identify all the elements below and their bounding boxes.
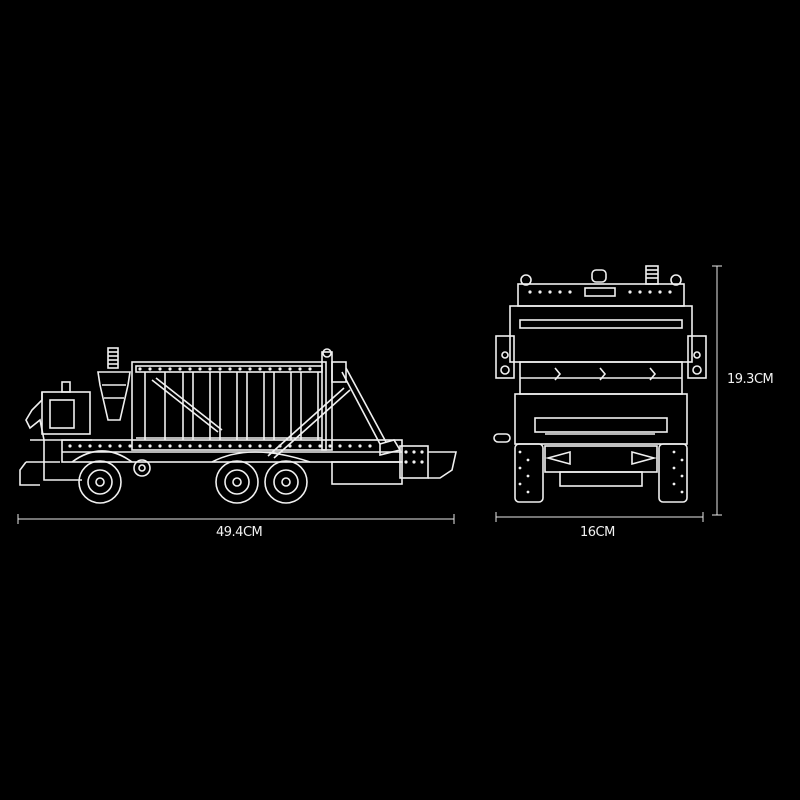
dimension-arrow-icon — [495, 512, 704, 522]
length-label: 49.4CM — [216, 525, 263, 540]
width-dimension-line — [495, 510, 705, 524]
width-label: 16CM — [580, 525, 615, 540]
length-dimension-line — [17, 512, 455, 526]
dimension-arrow-icon — [712, 265, 722, 516]
height-label: 19.3CM — [727, 372, 774, 387]
dimension-arrow-icon — [17, 514, 455, 524]
truck-side-view-icon — [19, 347, 457, 504]
front-view-drawing — [480, 260, 720, 510]
height-dimension-line — [710, 265, 724, 517]
side-view-drawing — [0, 0, 470, 520]
truck-front-view-icon — [493, 265, 707, 503]
